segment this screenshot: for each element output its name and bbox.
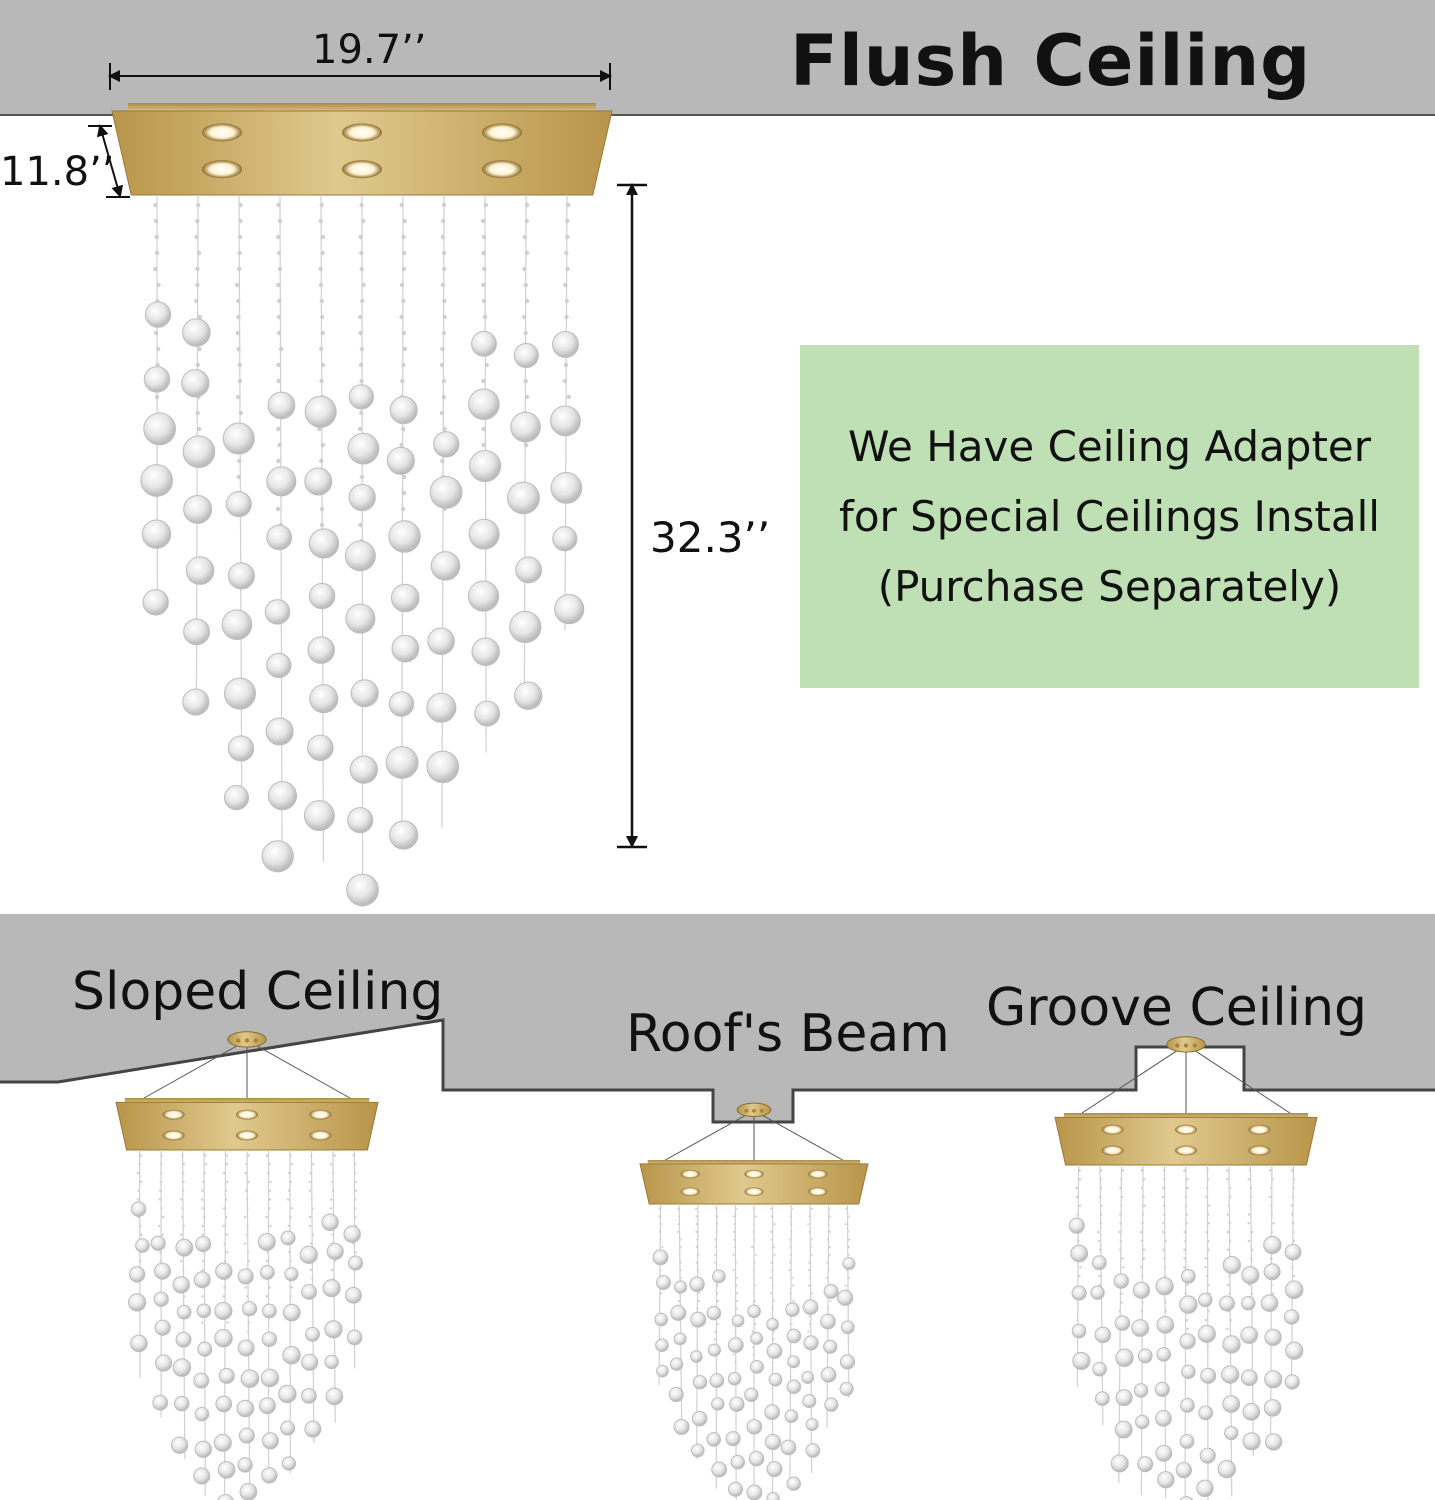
groove-chandelier: [1054, 1036, 1318, 1500]
flush-ceiling-title: Flush Ceiling: [790, 20, 1312, 102]
width-dimension: [108, 63, 612, 90]
flush-chandelier: [111, 103, 613, 908]
beam-chandelier: [639, 1102, 869, 1500]
sloped-ceiling-label: Sloped Ceiling: [72, 962, 444, 1022]
depth-label: 11.8’’: [0, 149, 115, 195]
depth-dimension: [88, 124, 130, 198]
chandeliers: [111, 103, 1318, 1500]
note-line: (Purchase Separately): [877, 561, 1342, 611]
ceiling-adapter-note: We Have Ceiling Adapter for Special Ceil…: [800, 345, 1419, 688]
special-ceilings-band: [0, 914, 1435, 1124]
groove-ceiling-label: Groove Ceiling: [986, 978, 1368, 1038]
flush-ceiling-band: [0, 0, 1435, 116]
roof-beam-label: Roof's Beam: [626, 1004, 950, 1064]
sloped-chandelier: [115, 1031, 379, 1500]
width-label: 19.7’’: [312, 27, 427, 73]
note-line: We Have Ceiling Adapter: [847, 421, 1372, 471]
note-line: for Special Ceilings Install: [839, 491, 1380, 541]
height-label: 32.3’’: [650, 513, 771, 562]
height-dimension: [617, 183, 647, 849]
